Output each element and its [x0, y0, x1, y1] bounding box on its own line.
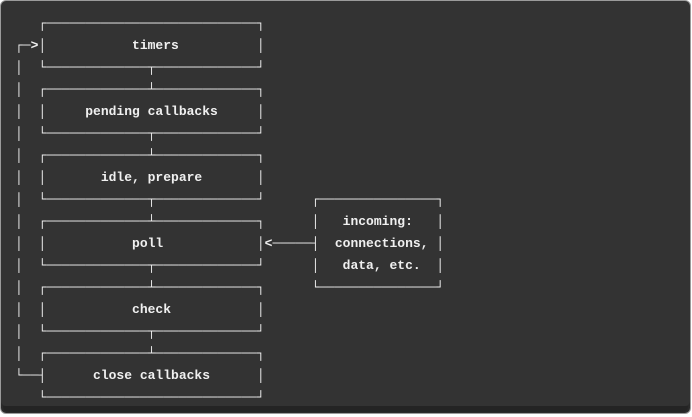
- panel-bottom-edge: [3, 406, 688, 412]
- event-loop-ascii-diagram: ┌───────────────────────────┐ ┌─>│ timer…: [15, 16, 445, 405]
